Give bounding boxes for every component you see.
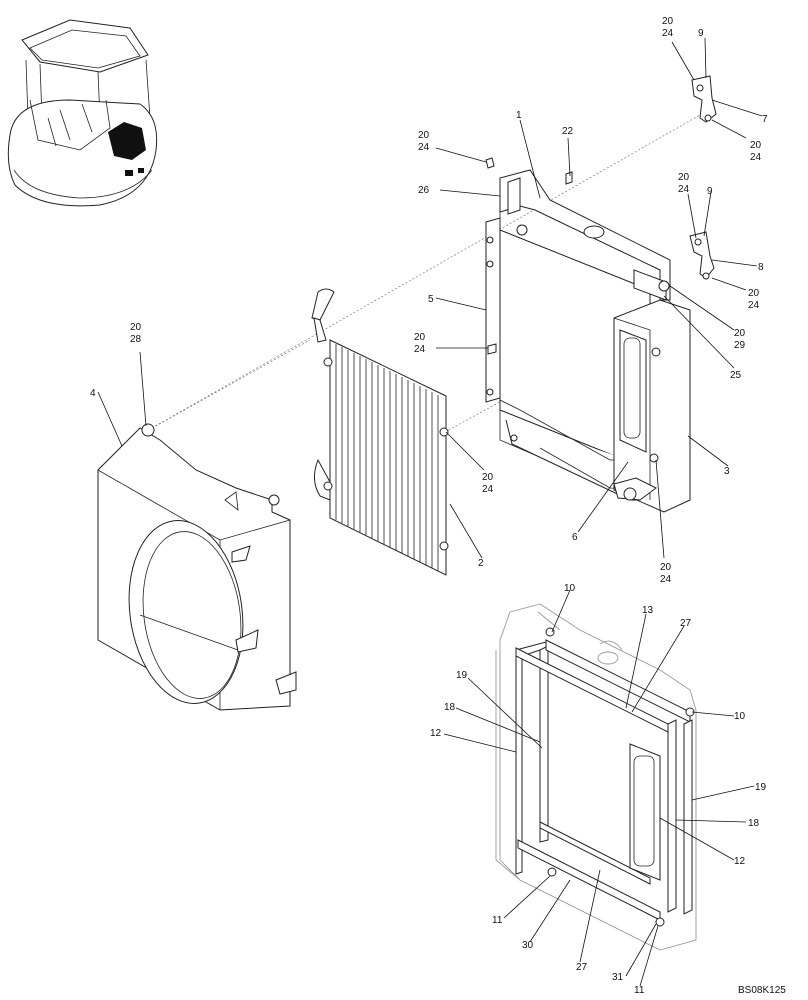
callout-4: 4 [90, 388, 96, 399]
callout-1: 1 [516, 110, 522, 121]
callout-7: 7 [762, 114, 768, 125]
drawing-reference: BS08K125 [738, 985, 786, 996]
callout-26: 26 [418, 185, 430, 196]
callout-8: 8 [758, 262, 764, 273]
callout-19: 19 [755, 782, 767, 793]
callout-6: 6 [572, 532, 578, 543]
callout-11: 11 [492, 915, 503, 926]
callout-25: 25 [730, 370, 742, 381]
oil-cooler [311, 288, 449, 576]
radiator-frame [485, 169, 671, 501]
callout-12: 12 [734, 856, 746, 867]
machine-locator-illustration [7, 19, 158, 207]
seal-detail [495, 603, 697, 951]
callout-22: 22 [562, 126, 574, 137]
callout-27: 27 [680, 618, 692, 629]
fan-shroud [97, 423, 297, 711]
callout-27: 27 [576, 962, 588, 973]
callout-30: 30 [522, 940, 534, 951]
callout-31: 31 [612, 972, 624, 983]
callout-5: 5 [428, 294, 434, 305]
hardware [485, 75, 717, 280]
callout-13: 13 [642, 605, 654, 616]
callout-10: 10 [564, 583, 576, 594]
callout-11: 11 [634, 985, 645, 996]
callout-9: 9 [707, 186, 713, 197]
callout-18: 18 [748, 818, 760, 829]
callout-3: 3 [724, 466, 730, 477]
callout-18: 18 [444, 702, 456, 713]
callout-9: 9 [698, 28, 704, 39]
callout-19: 19 [456, 670, 468, 681]
leader-lines [97, 37, 763, 987]
callout-12: 12 [430, 728, 442, 739]
radiator [613, 269, 691, 513]
callout-10: 10 [734, 711, 746, 722]
callout-2: 2 [478, 558, 484, 569]
